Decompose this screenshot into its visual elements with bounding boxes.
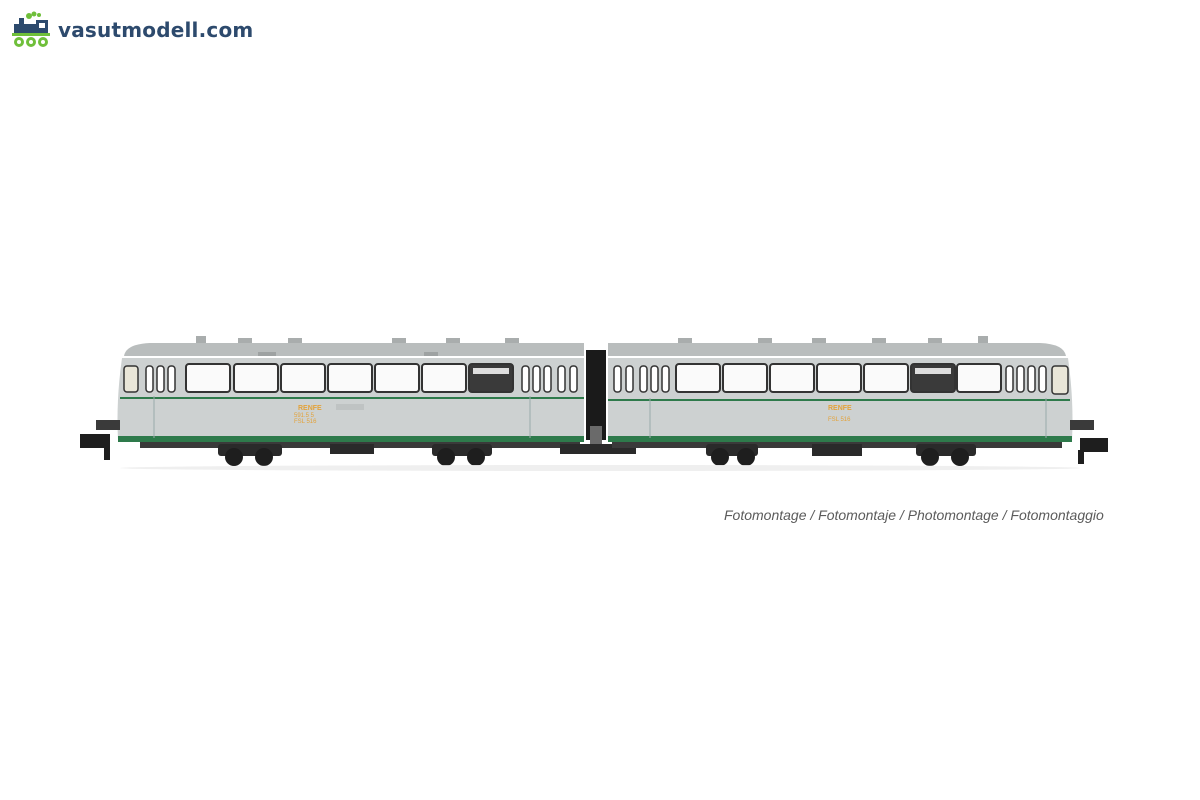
site-logo[interactable]: vasutmodell.com bbox=[10, 10, 253, 50]
site-name: vasutmodell.com bbox=[58, 18, 254, 42]
photomontage-caption: Fotomontage / Fotomontaje / Photomontage… bbox=[724, 507, 1104, 523]
railcar-photo: RENFE 591.5 5 FSL 516 bbox=[80, 336, 1108, 471]
car-1-lettering-line-2: 591.5 5 bbox=[294, 413, 315, 419]
car-1-lettering-line-3: FSL 516 bbox=[294, 419, 317, 425]
car-2-lettering-line-1: RENFE bbox=[828, 405, 852, 412]
car-2: RENFE FSL 516 bbox=[608, 336, 1108, 466]
locomotive-icon bbox=[12, 11, 50, 47]
car-1: RENFE 591.5 5 FSL 516 bbox=[80, 336, 584, 466]
car-2-lettering-line-2: FSL 516 bbox=[828, 417, 851, 423]
railcar-icon: RENFE 591.5 5 FSL 516 bbox=[80, 336, 1108, 471]
car-1-lettering-line-1: RENFE bbox=[298, 405, 322, 412]
